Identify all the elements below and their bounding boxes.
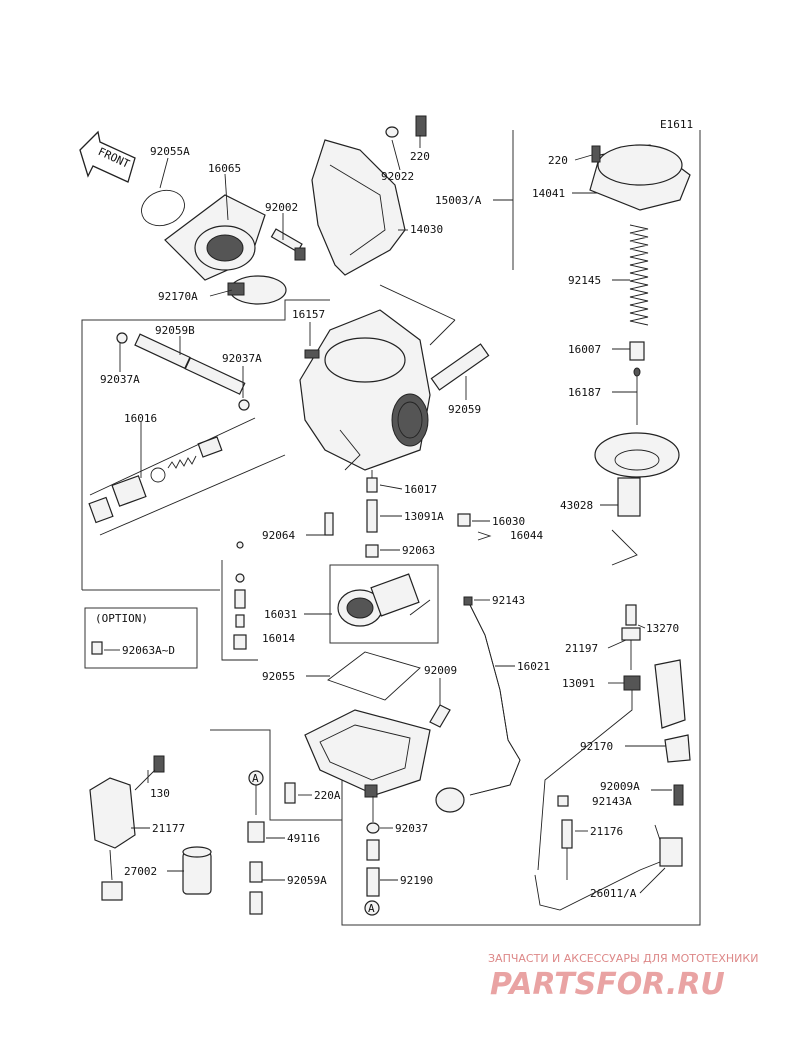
- clamp-92170a: [227, 275, 287, 305]
- callout-16030: 16030: [492, 515, 525, 528]
- callout-13091a: 13091A: [404, 510, 444, 523]
- callout-92063: 92063: [402, 544, 435, 557]
- choke-16016: [88, 417, 286, 536]
- callout-92063a-d: 92063A~D: [122, 644, 175, 657]
- option-label: (OPTION): [95, 612, 148, 625]
- callout-92145: 92145: [568, 274, 601, 287]
- jets-center: [324, 470, 379, 558]
- diaphragm-43028: [594, 432, 680, 566]
- callout-130: 130: [150, 787, 170, 800]
- sensor-26011a: [534, 795, 683, 911]
- gasket-92055: [327, 651, 421, 701]
- callout-92037a-1: 92037A: [100, 373, 140, 386]
- callout-16065: 16065: [208, 162, 241, 175]
- carburetor-body: [299, 284, 456, 471]
- callout-92002: 92002: [265, 201, 298, 214]
- callout-92170a: 92170A: [158, 290, 198, 303]
- screw-220-top: [385, 115, 427, 138]
- callout-14030: 14030: [410, 223, 443, 236]
- callout-14041: 14041: [532, 187, 565, 200]
- callout-92064: 92064: [262, 529, 295, 542]
- svg-text:A: A: [252, 772, 259, 785]
- callout-27002: 27002: [124, 865, 157, 878]
- intake-holder-16065: [164, 194, 266, 281]
- needle-16187: [629, 341, 645, 425]
- callout-13091: 13091: [562, 677, 595, 690]
- screw-220a: [284, 782, 296, 804]
- callout-92009: 92009: [424, 664, 457, 677]
- callout-16017: 16017: [404, 483, 437, 496]
- spring-92145: [629, 224, 649, 326]
- callout-92059: 92059: [448, 403, 481, 416]
- part-27002: [182, 846, 212, 895]
- callout-92143a: 92143A: [592, 795, 632, 808]
- callout-21177: 21177: [152, 822, 185, 835]
- callout-92022: 92022: [381, 170, 414, 183]
- screw-92009: [429, 704, 451, 728]
- part-16030: [457, 513, 492, 541]
- heater-21177: [89, 755, 165, 901]
- watermark-logo: PARTSFOR.RU: [490, 967, 725, 1002]
- pipe-92059: [430, 343, 490, 391]
- svg-text:A: A: [368, 902, 375, 915]
- callout-16016: 16016: [124, 412, 157, 425]
- callout-16014: 16014: [262, 632, 295, 645]
- callout-92037: 92037: [395, 822, 428, 835]
- part-49116: [247, 821, 265, 915]
- leader-lines: [104, 135, 672, 894]
- watermark: ЗАПЧАСТИ И АКСЕССУАРЫ ДЛЯ МОТОТЕХНИКИ PA…: [488, 952, 758, 1002]
- o-ring-92055a: [141, 189, 185, 227]
- callout-21176: 21176: [590, 825, 623, 838]
- callout-92055a: 92055A: [150, 145, 190, 158]
- callout-49116: 49116: [287, 832, 320, 845]
- option-box: [84, 607, 198, 669]
- float-bowl: [304, 709, 431, 798]
- bolt-92002: [270, 228, 306, 261]
- fuel-line-16021: [435, 596, 521, 813]
- callout-92009a: 92009A: [600, 780, 640, 793]
- watermark-tagline: ЗАПЧАСТИ И АКСЕССУАРЫ ДЛЯ МОТОТЕХНИКИ: [488, 952, 758, 965]
- callout-92190: 92190: [400, 874, 433, 887]
- tubes-92059b: [116, 332, 250, 411]
- callout-92170: 92170: [580, 740, 613, 753]
- callout-labels: 92055A 16065 92002 220 92022 14030 15003…: [100, 145, 679, 900]
- callout-16021: 16021: [517, 660, 550, 673]
- callout-220a: 220A: [314, 789, 341, 802]
- callout-92059b: 92059B: [155, 324, 195, 337]
- part-16031: [329, 564, 439, 644]
- callout-220-top: 220: [410, 150, 430, 163]
- right-parts: [537, 604, 691, 871]
- callout-26011a: 26011/A: [590, 887, 637, 900]
- jet-option: [91, 641, 103, 655]
- callout-21197: 21197: [565, 642, 598, 655]
- callout-92055: 92055: [262, 670, 295, 683]
- callout-92037a-2: 92037A: [222, 352, 262, 365]
- callout-92059a: 92059A: [287, 874, 327, 887]
- marker-a-bottom: A: [364, 900, 380, 916]
- callout-16007: 16007: [568, 343, 601, 356]
- marker-a-top: A: [248, 770, 264, 815]
- callout-92143: 92143: [492, 594, 525, 607]
- callout-43028: 43028: [560, 499, 593, 512]
- jets-stack: [221, 541, 258, 661]
- callout-16187: 16187: [568, 386, 601, 399]
- callout-13270: 13270: [646, 622, 679, 635]
- top-cover-14030: [311, 139, 406, 276]
- drain-parts: [366, 796, 380, 897]
- callout-16044: 16044: [510, 529, 543, 542]
- callout-16031: 16031: [264, 608, 297, 621]
- frame-lines: [81, 130, 701, 926]
- callout-220-right: 220: [548, 154, 568, 167]
- diagram-code: E1611: [660, 118, 693, 131]
- callout-15003a: 15003/A: [435, 194, 482, 207]
- front-arrow: FRONT: [79, 130, 136, 183]
- callout-16157: 16157: [292, 308, 325, 321]
- top-cap-14041: [589, 144, 691, 211]
